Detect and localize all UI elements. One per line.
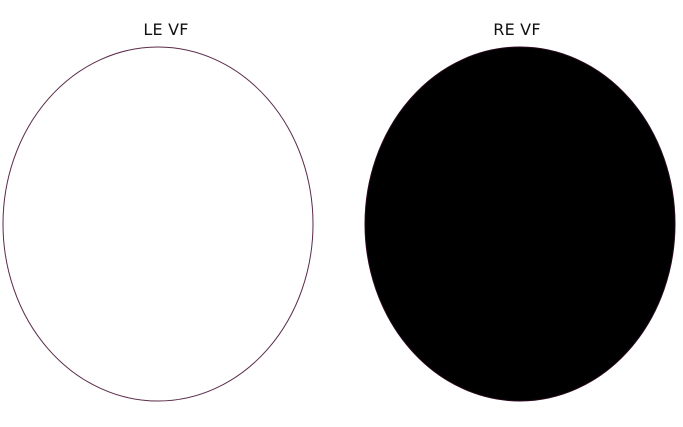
right-eye-title: RE VF (493, 20, 541, 39)
left-eye-title: LE VF (143, 20, 189, 39)
left-eye-field-ellipse (2, 46, 314, 402)
right-eye-field-ellipse (364, 46, 676, 402)
left-eye-field-svg (2, 46, 314, 402)
right-eye-field-svg (364, 46, 676, 402)
right-eye-visual-field-panel: RE VF (350, 0, 683, 427)
left-eye-visual-field-panel: LE VF (0, 0, 330, 427)
